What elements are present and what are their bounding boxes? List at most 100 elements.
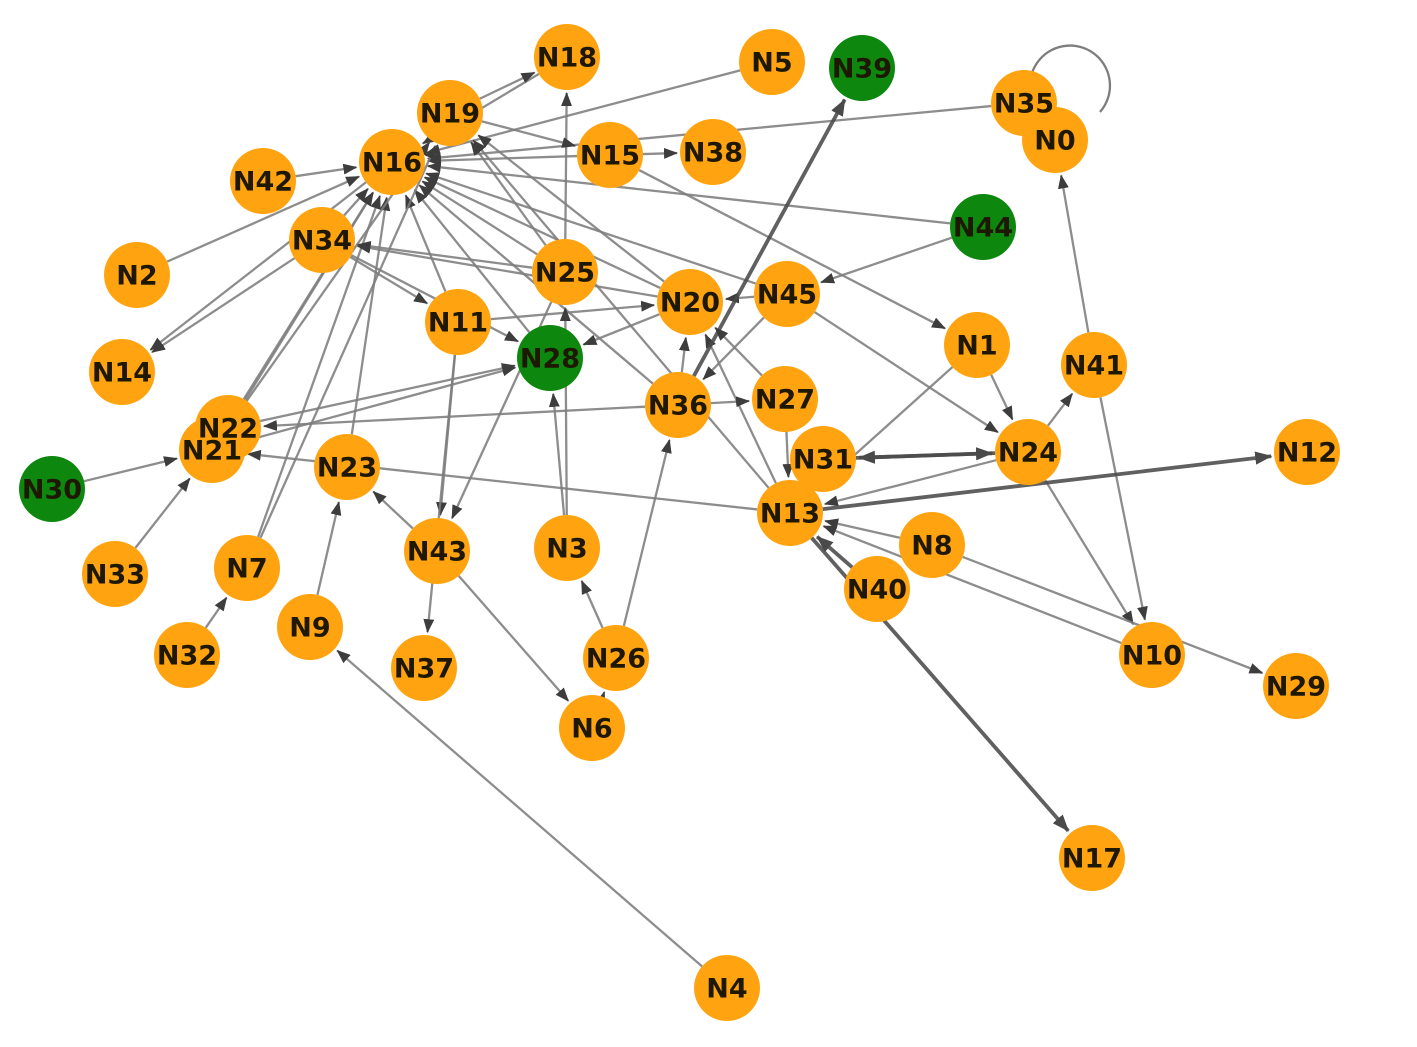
edge-N31-N24	[855, 447, 994, 461]
edge-N1-N24	[990, 374, 1014, 421]
edge-N24-N10	[1044, 479, 1135, 626]
node-N8	[899, 512, 965, 578]
node-N14	[89, 339, 155, 405]
node-N41	[1061, 332, 1127, 398]
node-N20	[657, 269, 723, 335]
node-N6	[559, 695, 625, 761]
node-N26	[583, 625, 649, 691]
edge-N36-N20	[678, 336, 690, 373]
edge-N41-N0	[1057, 174, 1090, 333]
edge-N25-N34	[356, 240, 533, 269]
edge-N45-N36	[702, 316, 765, 381]
edge-N2-N16	[166, 175, 361, 263]
edge-N33-N21	[134, 477, 191, 549]
edge-N30-N21	[83, 456, 178, 483]
edge-N15-N1	[638, 169, 946, 330]
node-N3	[534, 515, 600, 581]
edge-N3-N28	[548, 392, 566, 516]
edge-N13-N20	[704, 333, 777, 484]
node-N39	[829, 35, 895, 101]
node-N30	[19, 456, 85, 522]
edge-N28-N16	[413, 189, 531, 334]
edge-N26-N3	[580, 579, 604, 629]
nodes-layer	[19, 24, 1340, 1021]
node-N24	[995, 419, 1061, 485]
edge-N8-N29	[962, 555, 1264, 675]
node-N21	[179, 417, 245, 483]
node-N33	[82, 541, 148, 607]
node-N0	[1022, 107, 1088, 173]
edge-N20-N28	[582, 313, 660, 346]
edge-N34-N14	[151, 257, 296, 354]
edge-N45-N20	[724, 292, 755, 304]
edge-N10-N13	[822, 525, 1122, 645]
node-N11	[425, 289, 491, 355]
edge-N45-N16	[425, 172, 757, 285]
edge-N43-N6	[457, 575, 570, 702]
edge-N21-N28	[243, 365, 517, 443]
node-N28	[517, 325, 583, 391]
edge-N24-N13	[823, 459, 997, 507]
edge-N19-N18	[479, 71, 536, 100]
edge-N19-N15	[481, 120, 577, 148]
node-N45	[754, 261, 820, 327]
node-N13	[757, 480, 823, 546]
node-N40	[844, 556, 910, 622]
node-N5	[739, 29, 805, 95]
edge-N34-N11	[349, 256, 429, 305]
edge-N23-N16	[350, 196, 391, 435]
edge-N8-N13	[824, 518, 901, 539]
node-N36	[645, 372, 711, 438]
node-N27	[752, 366, 818, 432]
node-N1	[944, 312, 1010, 378]
edge-N7-N19	[259, 144, 437, 539]
edge-N4-N9	[336, 649, 703, 968]
edge-N15-N38	[642, 147, 679, 159]
edge-N25-N16	[421, 180, 538, 256]
node-N31	[790, 426, 856, 492]
node-N16	[359, 129, 425, 195]
edge-N41-N10	[1099, 397, 1148, 621]
edge-N15-N16	[426, 154, 578, 166]
node-N42	[230, 148, 296, 214]
edge-N25-N19	[470, 141, 547, 246]
edge-N22-N28	[260, 363, 516, 423]
node-N44	[950, 194, 1016, 260]
edge-N34-N16	[343, 188, 369, 217]
edge-N43-N23	[372, 490, 414, 530]
edge-N25-N18	[561, 91, 573, 240]
edge-N20-N34	[356, 242, 658, 298]
edge-N27-N20	[714, 326, 763, 377]
edge-N6-N26	[594, 691, 606, 707]
edge-N11-N16	[404, 194, 447, 292]
edge-N24-N41	[1047, 392, 1074, 427]
edge-N13-N12	[822, 451, 1273, 512]
node-N4	[694, 955, 760, 1021]
node-N17	[1059, 825, 1125, 891]
edge-N9-N23	[316, 501, 342, 596]
node-N43	[404, 518, 470, 584]
edge-N42-N16	[295, 163, 358, 178]
node-N34	[289, 207, 355, 273]
node-N37	[391, 635, 457, 701]
edge-N11-N20	[490, 300, 656, 321]
node-N38	[680, 119, 746, 185]
node-N12	[1274, 419, 1340, 485]
edge-N20-N19	[477, 134, 665, 283]
node-N9	[277, 594, 343, 660]
edge-N11-N37	[423, 354, 456, 634]
edge-N13-N19	[472, 139, 770, 489]
edge-N26-N36	[622, 438, 672, 627]
node-N32	[154, 622, 220, 688]
node-N18	[534, 24, 600, 90]
edge-N27-N13	[782, 431, 794, 479]
edge-N36-N27	[710, 396, 751, 408]
node-N29	[1263, 653, 1329, 719]
node-N23	[314, 434, 380, 500]
node-N10	[1119, 622, 1185, 688]
node-N15	[577, 122, 643, 188]
edge-N20-N16	[423, 176, 661, 290]
